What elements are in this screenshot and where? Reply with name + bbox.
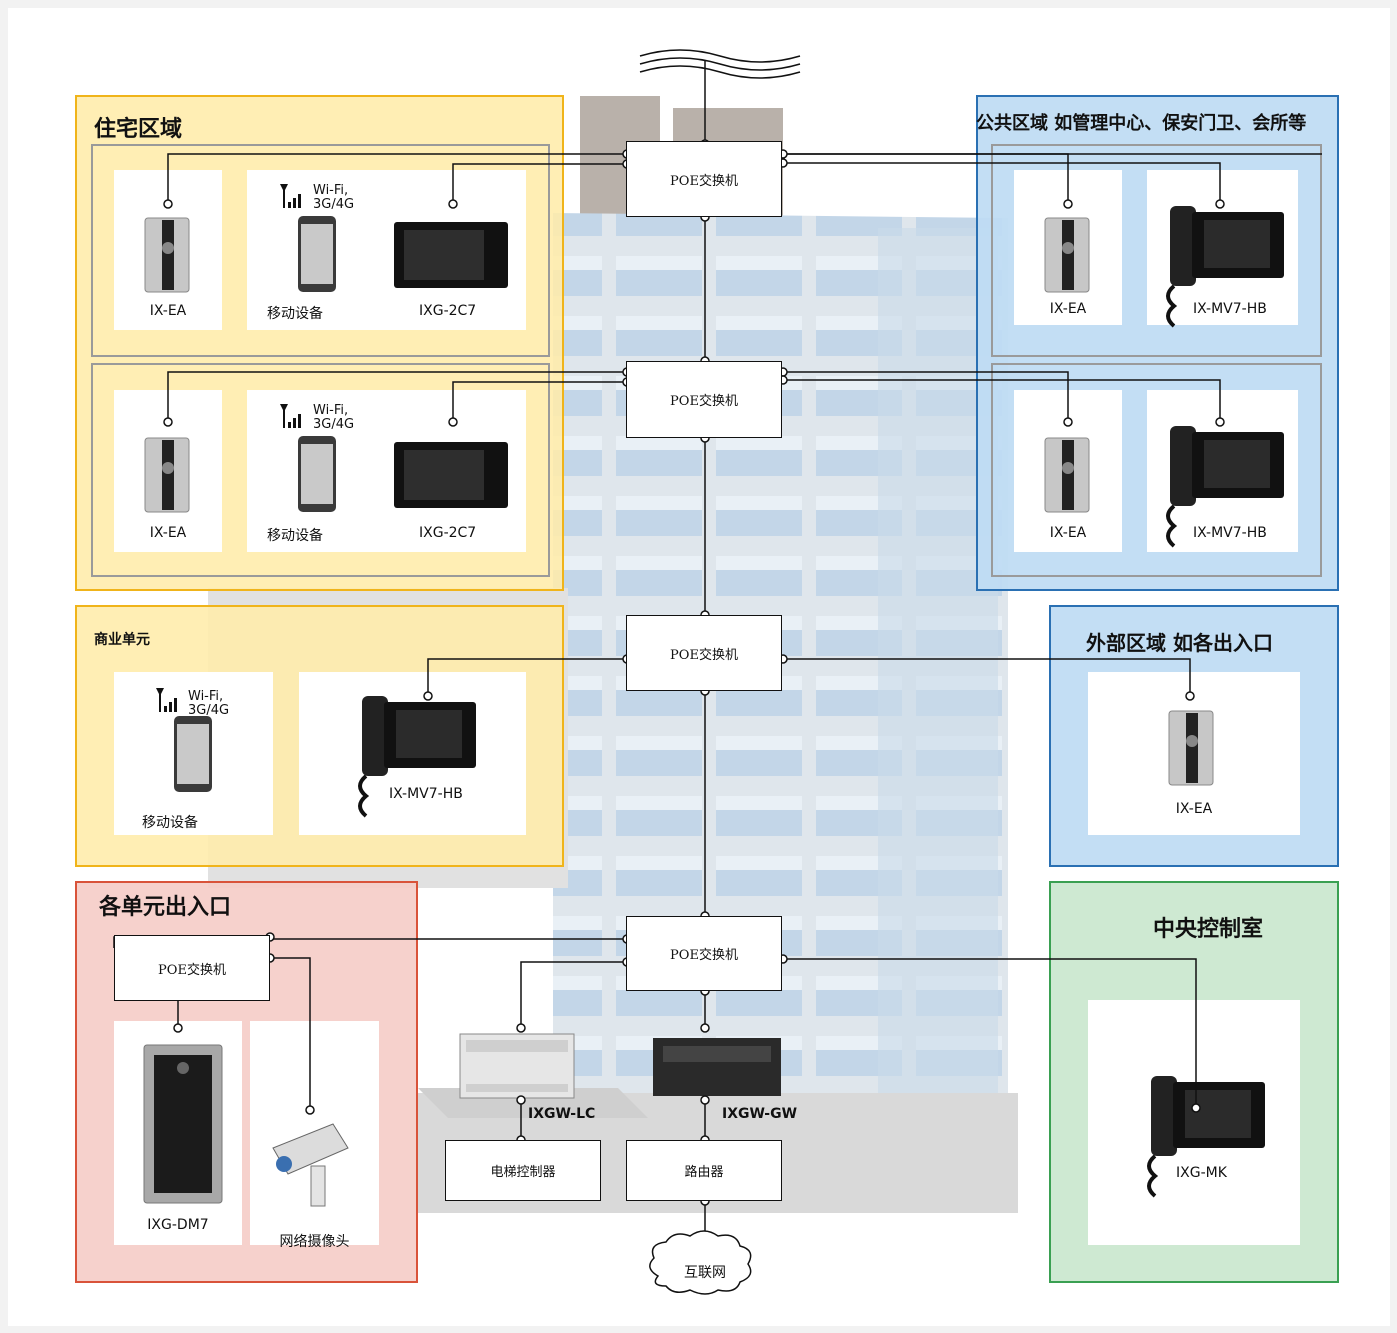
- ixgw-gw-label: IXGW-GW: [722, 1106, 798, 1122]
- poe-switch-entrance: POE交换机: [114, 935, 270, 1001]
- device-label: IXG-DM7: [147, 1217, 209, 1233]
- internet-label: 互联网: [684, 1265, 726, 1281]
- ixgw-lc-label: IXGW-LC: [528, 1106, 596, 1122]
- ix-ea-device: [144, 217, 190, 293]
- signal-icon: [280, 184, 301, 208]
- public-unit-1: [991, 144, 1322, 357]
- ix-ea-device: [1044, 217, 1090, 293]
- ixgw-gw-device: [653, 1038, 781, 1096]
- entrances-zone-title: 各单元出入口: [99, 895, 232, 920]
- mobile-phone-device: [298, 436, 336, 512]
- public-zone-title: 公共区域 如管理中心、保安门卫、会所等: [976, 113, 1307, 134]
- device-label: 移动设备: [142, 815, 198, 831]
- network-diagram: 住宅区域 公共区域 如管理中心、保安门卫、会所等 商业单元 外部区域 如各出入口…: [8, 8, 1390, 1326]
- ixg-2c7-monitor: [394, 442, 508, 508]
- ix-mv7-hb-device: [358, 696, 476, 818]
- wifi-label: Wi-Fi,3G/4G: [188, 689, 230, 718]
- ixgw-lc-device: [459, 1033, 575, 1099]
- device-label: IXG-MK: [1176, 1165, 1227, 1181]
- residential-zone-title: 住宅区域: [94, 117, 183, 142]
- ix-ea-device: [144, 437, 190, 513]
- poe-switch-4: POE交换机: [626, 916, 782, 991]
- wifi-label: Wi-Fi,3G/4G: [313, 403, 355, 432]
- device-label: IX-MV7-HB: [389, 786, 463, 802]
- poe-switch-3: POE交换机: [626, 615, 782, 691]
- poe-switch-1: POE交换机: [626, 141, 782, 217]
- device-label: IX-MV7-HB: [1193, 301, 1267, 317]
- ixg-dm7-device: [143, 1044, 223, 1204]
- device-label: 移动设备: [267, 306, 323, 322]
- router-box: 路由器: [626, 1140, 782, 1201]
- poe-switch-2: POE交换机: [626, 361, 782, 438]
- ix-ea-device: [1044, 437, 1090, 513]
- residential-unit-2: [91, 363, 550, 577]
- external-zone-title: 外部区域 如各出入口: [1086, 631, 1273, 655]
- wifi-label: Wi-Fi,3G/4G: [313, 183, 355, 212]
- ip-camera-device: [272, 1123, 349, 1207]
- device-label: IX-EA: [1175, 801, 1213, 817]
- residential-unit-1: [91, 144, 550, 357]
- device-label: IXG-2C7: [419, 303, 477, 319]
- ixg-2c7-monitor: [394, 222, 508, 288]
- signal-icon: [156, 688, 177, 712]
- device-label: 移动设备: [267, 528, 323, 544]
- commercial-zone-title: 商业单元: [94, 632, 150, 648]
- device-label: IX-EA: [149, 303, 187, 319]
- device-label: IX-EA: [1049, 525, 1087, 541]
- ix-mv7-hb-device: [1166, 206, 1284, 328]
- internet-cloud-icon: [649, 1230, 752, 1295]
- wiring: [113, 49, 1322, 1248]
- device-label: IXG-2C7: [419, 525, 477, 541]
- device-label: IX-MV7-HB: [1193, 525, 1267, 541]
- device-label: IX-EA: [1049, 301, 1087, 317]
- ix-mv7-hb-device: [1166, 426, 1284, 548]
- device-graphics: [143, 184, 1284, 1207]
- device-label: 网络摄像头: [279, 1234, 350, 1250]
- ix-ea-device: [1168, 710, 1214, 786]
- mobile-phone-device: [174, 716, 212, 792]
- control-room-zone-title: 中央控制室: [1153, 917, 1264, 942]
- device-label: IX-EA: [149, 525, 187, 541]
- public-unit-2: [991, 363, 1322, 577]
- elevator-controller-box: 电梯控制器: [445, 1140, 601, 1201]
- ip-camera-card: 网络摄像头: [250, 1021, 379, 1250]
- mobile-phone-device: [298, 216, 336, 292]
- signal-icon: [280, 404, 301, 428]
